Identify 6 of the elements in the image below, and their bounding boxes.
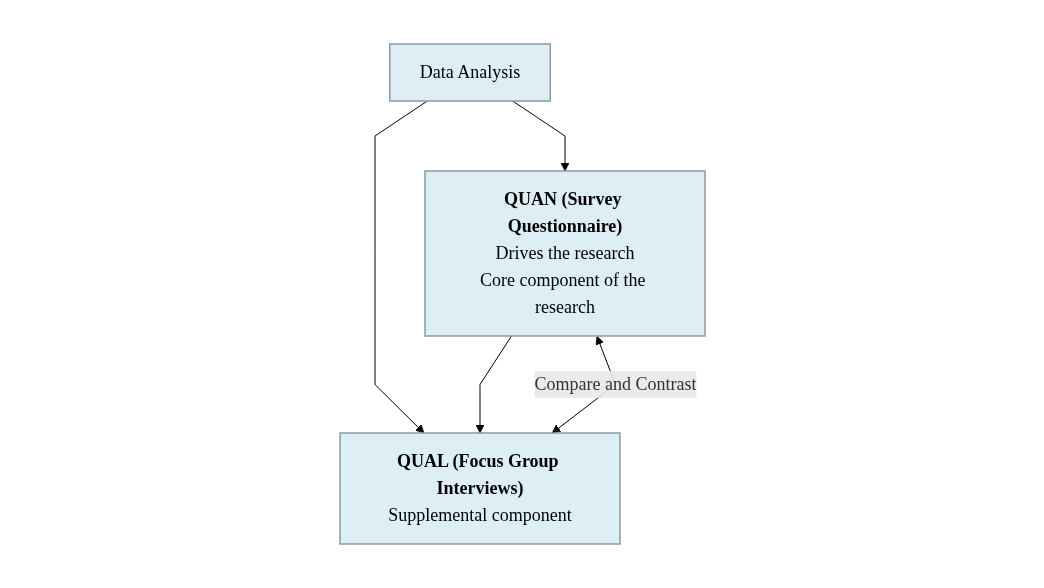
arrow — [475, 335, 512, 434]
edge-label: Compare and Contrast — [534, 374, 696, 394]
node-box: QUAL (Focus Group Interviews) Supplemental component — [338, 432, 621, 545]
node-box: Data Analysis — [388, 43, 551, 102]
node-box: QUAN (Survey Questionnaire) Drives the research Core component of the research — [423, 170, 706, 337]
arrow — [374, 100, 428, 434]
